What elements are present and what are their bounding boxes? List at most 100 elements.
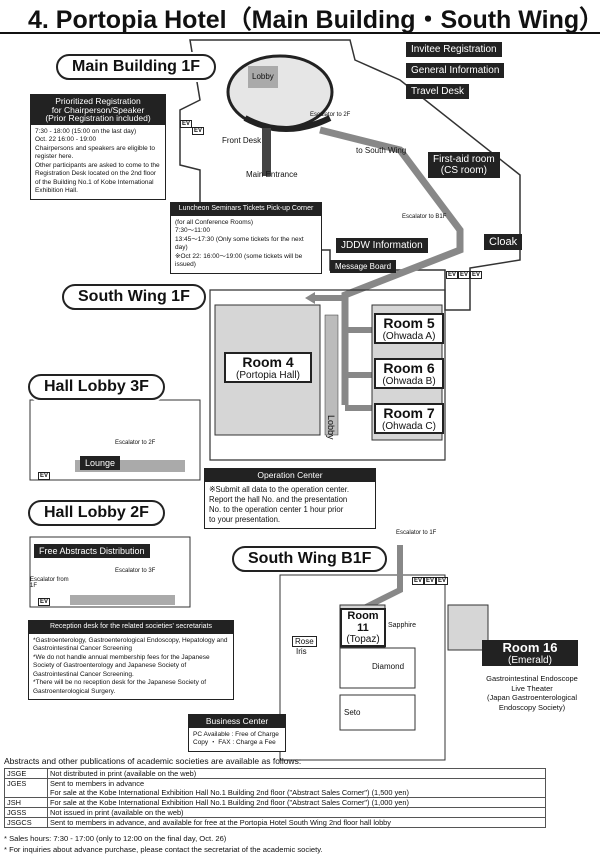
registration-header: Prioritized Registration for Chairperson…: [31, 95, 165, 125]
free-abstracts-tag: Free Abstracts Distribution: [34, 544, 150, 558]
room-4-sub: (Portopia Hall): [236, 370, 300, 381]
registration-body: 7:30 - 18:00 (15:00 on the last day) Oct…: [35, 127, 160, 195]
section-hall-3f: Hall Lobby 3F: [28, 374, 165, 400]
room-7-name: Room 7: [383, 405, 435, 421]
pub-text: Sent to members in advance For sale at t…: [47, 778, 546, 798]
ev-b1f-2: EV: [424, 577, 437, 585]
diamond-area: [339, 647, 416, 689]
pub-text: Sent to members in advance, and availabl…: [47, 817, 546, 828]
table-row: JGSS Not issued in print (available on t…: [4, 807, 546, 818]
room-11-name: Room 11: [347, 610, 379, 634]
room-7-sub: (Ohwada C): [382, 421, 436, 432]
note-inquiries: * For inquiries about advance purchase, …: [4, 845, 323, 854]
note-sales-hours: * Sales hours: 7:30 - 17:00 (only to 12:…: [4, 834, 227, 843]
escalator-from-1f-label: Escalator from 1F: [30, 577, 69, 589]
general-information-tag: General Information: [406, 63, 505, 78]
business-box: Business Center PC Available : Free of C…: [188, 714, 286, 752]
diamond-label: Diamond: [372, 662, 405, 671]
room-7: Room 7 (Ohwada C): [374, 403, 444, 434]
ev-hall2f: EV: [38, 598, 51, 606]
to-south-wing-label: to South Wing: [356, 146, 407, 155]
lobby-strip: [324, 314, 339, 436]
title-underline: [0, 32, 600, 34]
escalator-2f-hall3f-label: Escalator to 2F: [115, 440, 156, 446]
luncheon-header: Luncheon Seminars Tickets Pick-up Corner: [171, 203, 321, 216]
message-board-tag: Message Board: [330, 260, 397, 273]
page-title: 4. Portopia Hotel（Main Building・South Wi…: [28, 6, 600, 34]
room-5-name: Room 5: [383, 315, 435, 331]
section-south-b1f: South Wing B1F: [232, 546, 388, 572]
pub-text: Not issued in print (available on the we…: [47, 807, 546, 818]
room-11-sub: (Topaz): [346, 634, 380, 645]
reception-header: Reception desk for the related societies…: [29, 621, 233, 634]
rose-label: Rose: [292, 636, 317, 647]
room16-area: [447, 604, 489, 651]
pubs-intro: Abstracts and other publications of acad…: [4, 756, 302, 766]
room-16: Room 16 (Emerald): [482, 640, 578, 666]
section-hall-2f: Hall Lobby 2F: [28, 500, 165, 526]
escalator-b1f-label: Escalator to B1F: [402, 214, 447, 220]
business-header: Business Center: [189, 715, 285, 728]
route-main: [319, 126, 464, 405]
abstract-bar: [70, 595, 175, 605]
ev-main-1: EV: [180, 120, 193, 128]
table-row: JSGCS Sent to members in advance, and av…: [4, 817, 546, 828]
registration-box: Prioritized Registration for Chairperson…: [30, 94, 166, 200]
table-row: JSGE Not distributed in print (available…: [4, 768, 546, 779]
arrow-room4: [305, 292, 315, 304]
reception-box: Reception desk for the related societies…: [28, 620, 234, 700]
operation-header: Operation Center: [205, 469, 375, 482]
escalator-2f-label: Escalator to 2F: [310, 112, 351, 118]
pub-code: JSGE: [4, 768, 48, 779]
ev-south-3: EV: [470, 271, 483, 279]
room-5: Room 5 (Ohwada A): [374, 313, 444, 344]
business-body: PC Available : Free of Charge Copy ・ FAX…: [193, 730, 279, 747]
table-row: JGES Sent to members in advance For sale…: [4, 778, 546, 798]
room-6-sub: (Ohwada B): [382, 376, 436, 387]
cloak-tag: Cloak: [484, 234, 523, 250]
main-entrance-label: Main Entrance: [246, 170, 298, 179]
jddw-information-tag: JDDW Information: [336, 238, 428, 253]
lobby-label: Lobby: [252, 72, 274, 81]
travel-desk-tag: Travel Desk: [406, 84, 469, 99]
room-16-note: Gastrointestinal Endoscope Live Theater …: [486, 674, 578, 712]
seto-area: [339, 694, 416, 731]
hall2f-area: [29, 536, 191, 608]
section-south-1f: South Wing 1F: [62, 284, 206, 310]
room-5-sub: (Ohwada A): [382, 331, 436, 342]
ev-hall3f: EV: [38, 472, 51, 480]
pub-code: JSGCS: [4, 817, 48, 828]
pub-text: For sale at the Kobe International Exhib…: [47, 797, 546, 808]
room-16-name: Room 16: [482, 640, 578, 655]
ev-main-2: EV: [192, 127, 205, 135]
invitee-registration-tag: Invitee Registration: [406, 42, 502, 57]
iris-label: Iris: [296, 647, 307, 656]
pub-code: JGSS: [4, 807, 48, 818]
room-6-name: Room 6: [383, 360, 435, 376]
pub-code: JSH: [4, 797, 48, 808]
pubs-table: JSGE Not distributed in print (available…: [4, 768, 546, 828]
escalator-band: [243, 115, 332, 132]
escalator-1f-label: Escalator to 1F: [396, 530, 437, 536]
first-aid-tag: First-aid room (CS room): [428, 152, 500, 178]
entrance-stem: [262, 128, 271, 176]
escalator-3f-label: Escalator to 3F: [115, 568, 156, 574]
lobby-vertical-label: Lobby: [326, 415, 336, 440]
operation-body: ※Submit all data to the operation center…: [209, 484, 350, 524]
reception-body: *Gastroenterology, Gastroenterological E…: [33, 636, 228, 695]
luncheon-body: (for all Conference Rooms) 7:30～11:00 13…: [175, 218, 304, 269]
section-main-1f: Main Building 1F: [56, 54, 216, 80]
pub-text: Not distributed in print (available on t…: [47, 768, 546, 779]
seto-label: Seto: [344, 708, 361, 717]
ev-south-1: EV: [446, 271, 459, 279]
operation-box: Operation Center ※Submit all data to the…: [204, 468, 376, 529]
south-wing-outline: [209, 289, 446, 461]
sapphire-label: Sapphire: [388, 622, 417, 629]
room-11: Room 11 (Topaz): [340, 608, 386, 647]
room-16-sub: (Emerald): [482, 655, 578, 666]
front-desk-label: Front Desk: [222, 136, 262, 145]
pub-code: JGES: [4, 778, 48, 798]
ev-south-2: EV: [458, 271, 471, 279]
lobby-inner: [248, 66, 278, 88]
ev-b1f-1: EV: [412, 577, 425, 585]
